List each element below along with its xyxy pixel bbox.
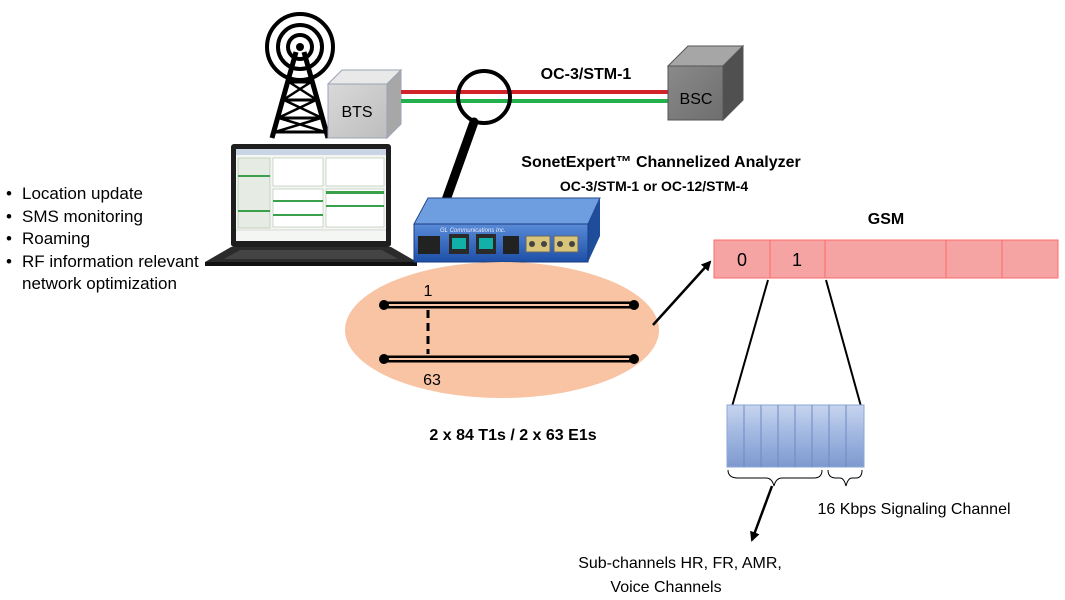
feature-item-continuation: network optimization: [22, 274, 177, 293]
bsc-cube: [666, 44, 745, 122]
analyzer-device-icon: [413, 197, 601, 263]
channel-first-label: 1: [424, 283, 433, 300]
arrow-to-subchannels: [750, 485, 774, 542]
gsm-slot-0: 0: [737, 250, 747, 270]
channel-ellipse: [345, 262, 659, 398]
bts-label: BTS: [341, 104, 372, 121]
signaling-brace: [827, 469, 863, 487]
signaling-label: 16 Kbps Signaling Channel: [817, 501, 1010, 518]
subchannel-label-line2: Voice Channels: [610, 579, 721, 596]
arrow-to-gsm: [652, 260, 712, 326]
analyzer-title: SonetExpert™ Channelized Analyzer: [521, 154, 800, 171]
feature-item: Roaming: [6, 228, 199, 251]
gsm-label: GSM: [868, 211, 904, 228]
feature-item: SMS monitoring: [6, 206, 199, 229]
gsm-slot-1: 1: [792, 250, 802, 270]
feature-item: Location update: [6, 183, 199, 206]
channel-caption: 2 x 84 T1s / 2 x 63 E1s: [429, 427, 596, 444]
analyzer-subtitle: OC-3/STM-1 or OC-12/STM-4: [560, 178, 748, 194]
feature-item: RF information relevant: [6, 251, 199, 274]
channel-last-label: 63: [423, 372, 441, 389]
radio-tower-icon: [265, 12, 335, 139]
magnifier-icon: [441, 69, 512, 205]
gsm-frame: [713, 239, 1059, 279]
subchannel-label-line1: Sub-channels HR, FR, AMR,: [578, 555, 782, 572]
expand-line-left: [730, 279, 769, 411]
feature-list: Location update SMS monitoring Roaming R…: [6, 183, 199, 296]
link-label: OC-3/STM-1: [541, 66, 632, 83]
subchannel-frame: [726, 404, 865, 468]
subchannel-brace: [727, 469, 823, 487]
bsc-label: BSC: [680, 91, 713, 108]
expand-line-right: [825, 279, 863, 411]
laptop-icon: [205, 144, 417, 266]
analyzer-brand: GL Communications Inc.: [440, 228, 506, 234]
bts-cube: [326, 68, 403, 140]
